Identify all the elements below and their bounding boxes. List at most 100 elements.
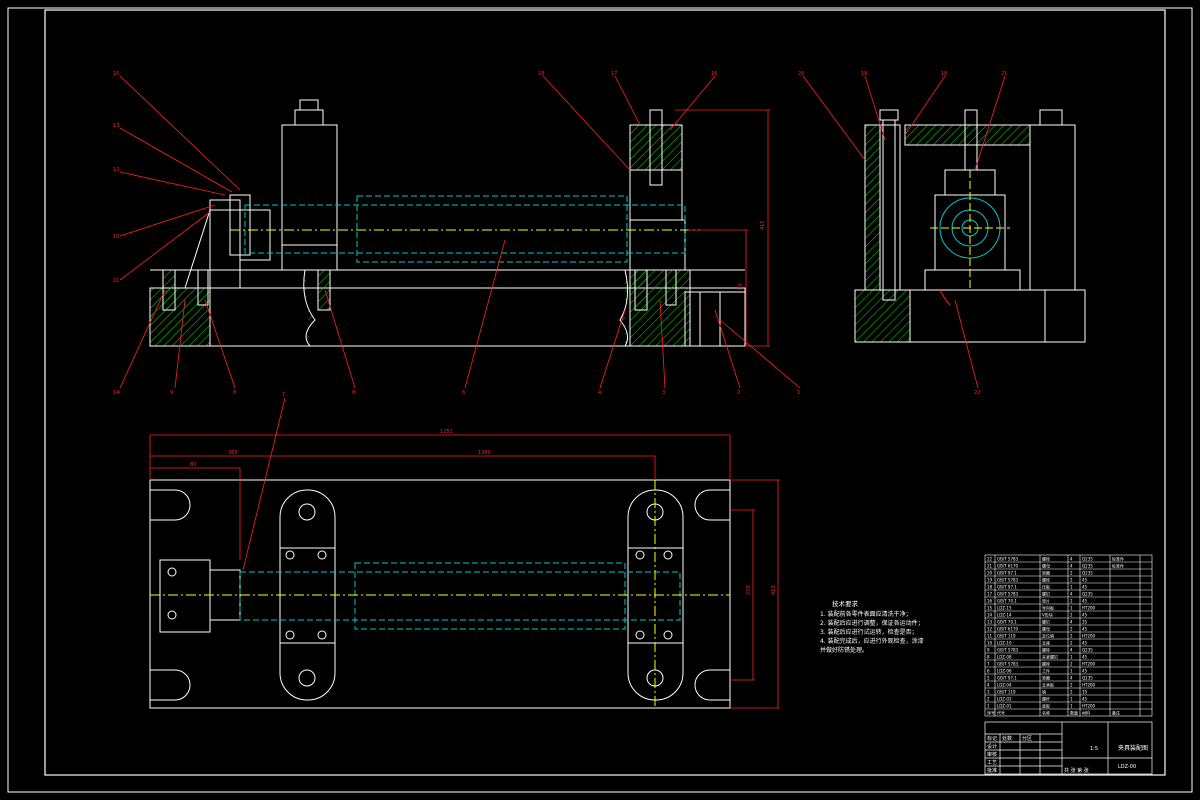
dim-overall-length: 1251 <box>440 429 453 435</box>
parts-list-cell: HT200 <box>1082 662 1096 667</box>
front-dimensions <box>675 109 770 347</box>
parts-list-cell: 螺栓 <box>1042 661 1050 667</box>
parts-list-cell: 4 <box>1070 620 1073 625</box>
parts-list-cell: 45 <box>1082 613 1088 618</box>
parts-list-cell: HT200 <box>1082 704 1096 709</box>
balloon: 22 <box>974 390 980 396</box>
parts-list-cell: HT200 <box>1082 683 1096 688</box>
parts-list-cell: 螺钉 <box>1042 591 1050 597</box>
parts-list-cell: 17 <box>987 592 993 597</box>
tb-label: 工艺 <box>987 760 997 766</box>
parts-list-cell: 7 <box>987 662 990 667</box>
balloon-labels: 15 13 12 10 11 14 9 8 8 6 4 3 2 1 18 17 … <box>113 71 1007 398</box>
parts-list-cell: 名称 <box>1042 710 1050 716</box>
parts-list-cell: 45 <box>1082 669 1088 674</box>
parts-list-cell: 45 <box>1082 697 1088 702</box>
parts-list-cell: 22 <box>987 557 993 562</box>
parts-list-cell: LDZ-14 <box>997 613 1012 618</box>
balloon: 6 <box>462 390 465 396</box>
tb-label: 分区 <box>1022 735 1032 742</box>
workpiece-phantom <box>244 195 686 263</box>
parts-list-cell: 夹紧螺钉 <box>1042 654 1058 660</box>
parts-list-cell: GB/T 5783 <box>997 578 1019 583</box>
parts-list-cell: 20 <box>987 571 993 576</box>
parts-list-cell: HT200 <box>1082 634 1096 639</box>
parts-list-cell: LDZ-15 <box>997 606 1012 611</box>
balloon: 8 <box>352 390 355 396</box>
parts-list-cell: 2 <box>1070 599 1073 604</box>
outer-border <box>7 7 1193 793</box>
drawing-number: LDZ-00 <box>1118 764 1136 770</box>
dim-height-right: 415 <box>760 220 766 230</box>
parts-list-cell: GB/T 6170 <box>997 564 1019 569</box>
plan-view <box>149 479 731 709</box>
parts-list-cell: 螺栓 <box>1042 647 1050 653</box>
parts-list-cell: GB/T 97.1 <box>997 676 1017 681</box>
parts-list-cell: LDZ-08 <box>997 655 1012 660</box>
balloon: 18 <box>538 71 544 77</box>
parts-list-cell: 1 <box>987 704 990 709</box>
parts-list-cell: 销 <box>1042 689 1046 695</box>
parts-list-cell: 螺母 <box>1042 563 1050 569</box>
parts-list-cell: GB/T 97.1 <box>997 585 1017 590</box>
parts-list-cell: 45 <box>1082 627 1088 632</box>
parts-list-cell: GB/T 70.1 <box>997 620 1017 625</box>
balloon: 14 <box>113 390 119 396</box>
parts-list-cell: 1 <box>1070 697 1073 702</box>
parts-list-cell: 工件 <box>1042 668 1050 674</box>
balloon: 15 <box>113 71 119 77</box>
balloon: 21 <box>1001 71 1007 77</box>
parts-list-cell: 9 <box>987 648 990 653</box>
parts-list-cell: 1 <box>1070 585 1073 590</box>
balloon: 9 <box>170 390 173 396</box>
parts-list-cell: 2 <box>1070 578 1073 583</box>
parts-list-cell: V形块 <box>1042 612 1053 618</box>
parts-list-cell: 4 <box>1070 648 1073 653</box>
parts-list-cell: 螺栓 <box>1042 556 1050 562</box>
parts-list-cell: 2 <box>1070 683 1073 688</box>
parts-list-cell: 2 <box>1070 627 1073 632</box>
parts-list-cell: 垫圈 <box>1042 675 1050 681</box>
tech-notes-title: 技术要求 <box>832 599 859 608</box>
parts-list-cell: GB/T 70.1 <box>997 599 1017 604</box>
parts-list-cell: 垫片 <box>1042 598 1050 604</box>
balloon: 8 <box>233 390 236 396</box>
parts-list-cell: 6 <box>987 669 990 674</box>
title-block <box>984 721 1153 775</box>
balloon: 17 <box>611 71 617 77</box>
drawing-name: 夹具装配图 <box>1118 744 1148 752</box>
tech-note-line: 3. 装配后应进行试运转，检查是否； <box>820 628 918 636</box>
dim-left-offset: 385 <box>228 450 238 456</box>
parts-list-cell: 45 <box>1082 599 1088 604</box>
balloon: 11 <box>113 278 119 284</box>
parts-list-cell: Q235 <box>1082 564 1093 569</box>
parts-list-cell: 序号 <box>987 710 995 716</box>
parts-list-cell: 2 <box>1070 662 1073 667</box>
balloon: 4 <box>598 390 601 396</box>
parts-list-cell: 2 <box>1070 690 1073 695</box>
dim-plan-width: 410 <box>771 585 777 595</box>
tb-label: 设计 <box>987 743 997 750</box>
parts-list-cell: 21 <box>987 564 993 569</box>
parts-list-cell: 1 <box>1070 704 1073 709</box>
parts-list-cell: 代号 <box>997 710 1005 716</box>
parts-list-cell: LDZ-02 <box>997 697 1012 702</box>
balloon: 18 <box>941 71 947 77</box>
balloon: 1 <box>797 390 800 396</box>
parts-list-cell: 45 <box>1082 578 1088 583</box>
dim-left-small: 80 <box>190 462 196 468</box>
balloon: 10 <box>113 234 119 240</box>
parts-list-cell: 19 <box>987 578 993 583</box>
dim-height-small: 80 <box>738 284 744 290</box>
side-red-detail <box>939 289 951 306</box>
parts-list-cell: 1 <box>1070 669 1073 674</box>
dim-plan-width-small: 270 <box>746 585 752 595</box>
parts-list-cell: Q235 <box>1082 592 1093 597</box>
parts-list-cell: LDZ-04 <box>997 683 1012 688</box>
parts-list-cell: 标准件 <box>1112 563 1124 569</box>
parts-list-cell: 定位销 <box>1042 633 1054 639</box>
parts-list-cell: 11 <box>987 634 993 639</box>
tech-note-line: 并做好防锈处理。 <box>820 646 868 654</box>
parts-list-cell: GB/T 5783 <box>997 557 1019 562</box>
parts-list-cell: LDZ-01 <box>997 704 1012 709</box>
